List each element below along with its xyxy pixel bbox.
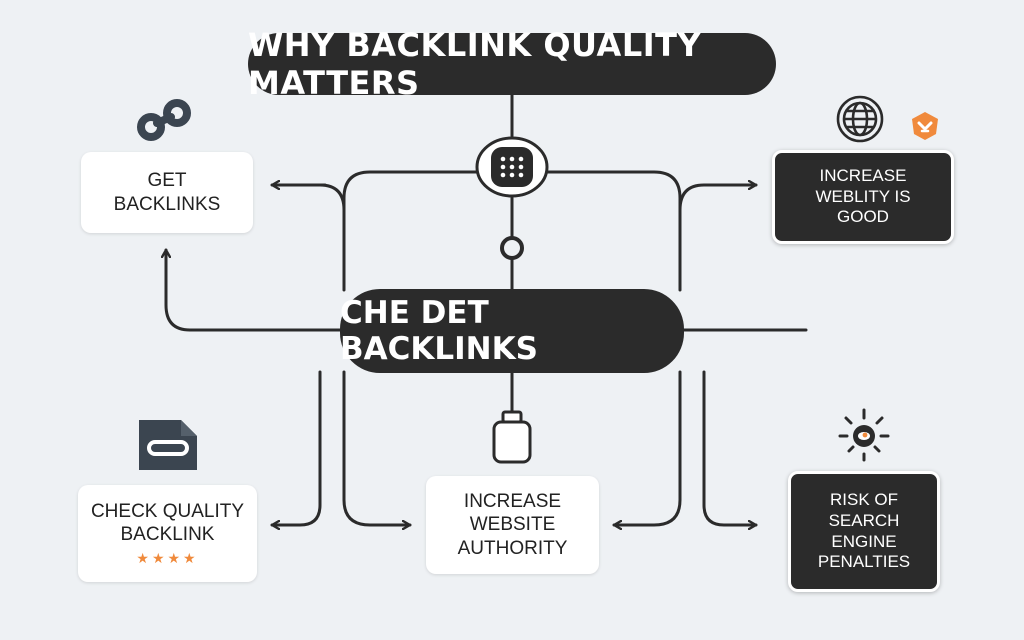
shield-badge-icon <box>912 112 938 140</box>
center-node: CHE DET BACKLINKS <box>340 289 684 373</box>
node-label-line: GET <box>147 170 187 192</box>
node-increase-weblity: INCREASE WEBLITY IS GOOD <box>772 150 954 244</box>
ring-icon <box>500 236 524 260</box>
node-label-line: WEBSITE <box>469 514 556 536</box>
node-check-quality-backlink: CHECK QUALITY BACKLINK ★★★★ <box>78 485 257 582</box>
node-risk-of-search-engine-penalties: RISK OF SEARCH ENGINE PENALTIES <box>788 471 940 592</box>
grid-dots-icon <box>475 136 549 198</box>
node-label-line: AUTHORITY <box>457 537 568 559</box>
node-label-line: PENALTIES <box>817 552 911 572</box>
node-label-line: ENGINE <box>831 531 897 551</box>
link-chain-icon <box>137 99 191 141</box>
node-label-line: RISK OF <box>829 490 898 510</box>
node-label-line: GOOD <box>837 207 889 227</box>
sun-eye-icon <box>838 408 890 462</box>
node-increase-website-authority: INCREASE WEBSITE AUTHORITY <box>426 476 599 574</box>
diagram-title: WHY BACKLINK QUALITY MATTERS <box>248 26 776 102</box>
node-get-backlinks: GET BACKLINKS <box>81 152 253 233</box>
node-label-line: WEBLITY IS <box>815 186 911 206</box>
document-link-icon <box>139 420 197 470</box>
globe-icon <box>836 95 884 143</box>
star-rating: ★★★★ <box>136 550 199 567</box>
jar-icon <box>492 410 532 464</box>
node-label-line: CHECK QUALITY <box>90 500 245 522</box>
node-label-line: BACKLINK <box>120 523 215 545</box>
node-label-line: INCREASE <box>819 165 907 185</box>
node-label-line: INCREASE <box>463 491 562 513</box>
node-label-line: BACKLINKS <box>113 193 221 215</box>
node-label-line: SEARCH <box>828 510 900 530</box>
